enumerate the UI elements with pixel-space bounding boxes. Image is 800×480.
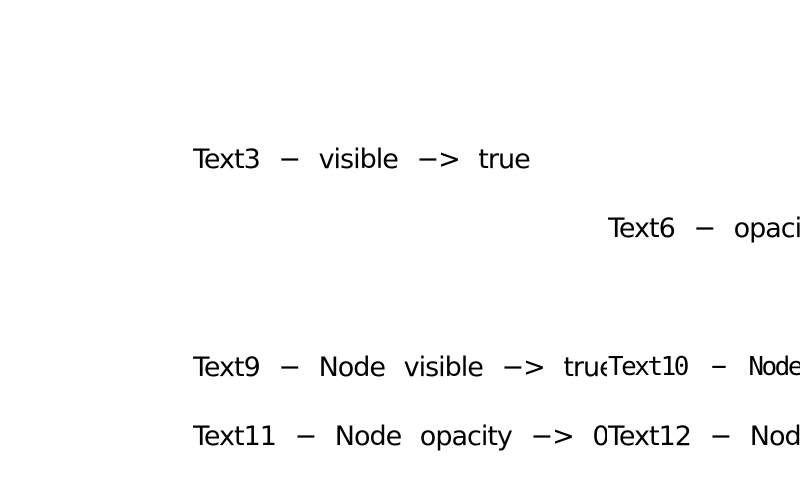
text9-label: Text9 − Node visible −> true [193,352,607,383]
text11-label: Text11 − Node opacity −> 0 [193,421,607,452]
text12-label: Text12 − Node [608,421,800,452]
text6-label: Text6 − opacity [608,213,800,244]
text10-label: Text10 − Node [608,352,800,382]
text3-label: Text3 − visible −> true [193,144,531,175]
